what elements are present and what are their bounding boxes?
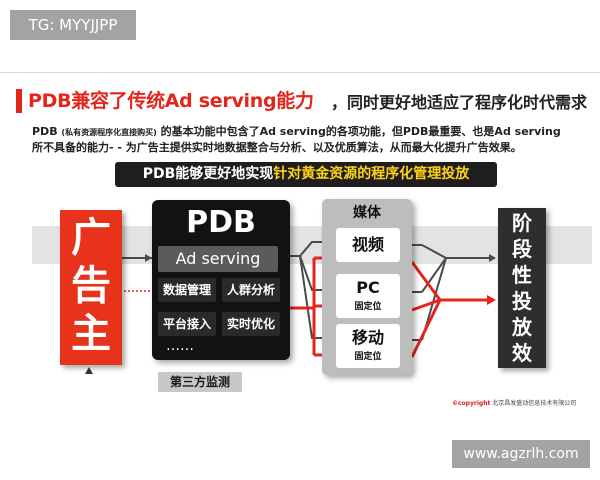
media-item-sublabel: 固定位	[354, 352, 382, 362]
desc-small-note: (私有资源程序化直接购买)	[61, 128, 157, 137]
advertiser-box	[60, 210, 122, 365]
pdb-title: PDB	[186, 205, 256, 240]
watermark-url: www.agzrlh.com	[452, 440, 590, 468]
company-name: 北京昌发盛动信息技术有限公司	[492, 400, 577, 407]
advertiser-char: 告	[71, 263, 111, 309]
media-item-label: PC	[356, 278, 380, 297]
result-char: 投	[512, 289, 532, 313]
watermark-tag: TG: MYYJJPP	[10, 10, 136, 40]
media-title: 媒体	[353, 205, 381, 221]
pdb-cell: 实时优化	[222, 312, 280, 336]
pdb-cell: 平台接入	[158, 312, 216, 336]
advertiser-char: 主	[71, 311, 111, 357]
media-item-mobile: 移动 固定位	[336, 324, 400, 368]
slide-title-rest: ，同时更好地适应了程序化时代需求	[331, 93, 588, 112]
pdb-cell: 人群分析	[222, 278, 280, 302]
pdb-more-dots: ……	[166, 338, 194, 354]
banner-text-white: PDB能够更好地实现	[142, 166, 274, 182]
result-char: 效	[512, 341, 532, 365]
description-line-1: PDB (私有资源程序化直接购买) 的基本功能中包含了Ad serving的各项…	[32, 123, 561, 139]
banner-text-yellow: 针对黄金资源的程序化管理投放	[273, 166, 470, 182]
result-char: 放	[512, 315, 532, 339]
up-arrow-icon	[85, 367, 93, 374]
copyright-mark: ©copyright	[452, 400, 491, 407]
result-box	[498, 208, 546, 368]
desc-prefix: PDB	[32, 125, 62, 138]
result-char: 段	[512, 237, 532, 261]
advertiser-label: 广 告 主	[60, 214, 122, 358]
advertiser-to-pdb-arrow	[122, 254, 152, 262]
media-to-result-arrows	[410, 244, 496, 358]
media-item-video: 视频	[336, 228, 400, 262]
description-line-2: 所不具备的能力- - 为广告主提供实时地数据整合与分析、以及优质算法，从而最大化…	[32, 141, 522, 154]
result-label: 阶 段 性 投 放 效	[498, 210, 546, 366]
copyright-line: ©copyright 北京昌发盛动信息技术有限公司	[452, 398, 576, 407]
pdb-cell: 数据管理	[158, 278, 216, 302]
result-char: 性	[512, 263, 532, 287]
section-banner: PDB能够更好地实现针对黄金资源的程序化管理投放	[115, 162, 497, 187]
media-item-label: 移动	[351, 328, 384, 347]
media-item-label: 视频	[351, 235, 384, 254]
desc-line1-rest: 的基本功能中包含了Ad serving的各项功能，但PDB最重要、也是Ad se…	[156, 125, 561, 138]
header-rule	[0, 72, 600, 73]
title-accent-bar	[16, 89, 22, 113]
advertiser-char: 广	[71, 215, 111, 261]
slide-title-highlight: PDB兼容了传统Ad serving能力	[28, 90, 314, 112]
third-party-monitoring-label: 第三方监测	[158, 372, 242, 392]
ad-serving-label: Ad serving	[158, 246, 278, 272]
media-item-pc: PC 固定位	[336, 274, 400, 318]
media-item-sublabel: 固定位	[354, 302, 382, 312]
result-char: 阶	[512, 211, 532, 235]
